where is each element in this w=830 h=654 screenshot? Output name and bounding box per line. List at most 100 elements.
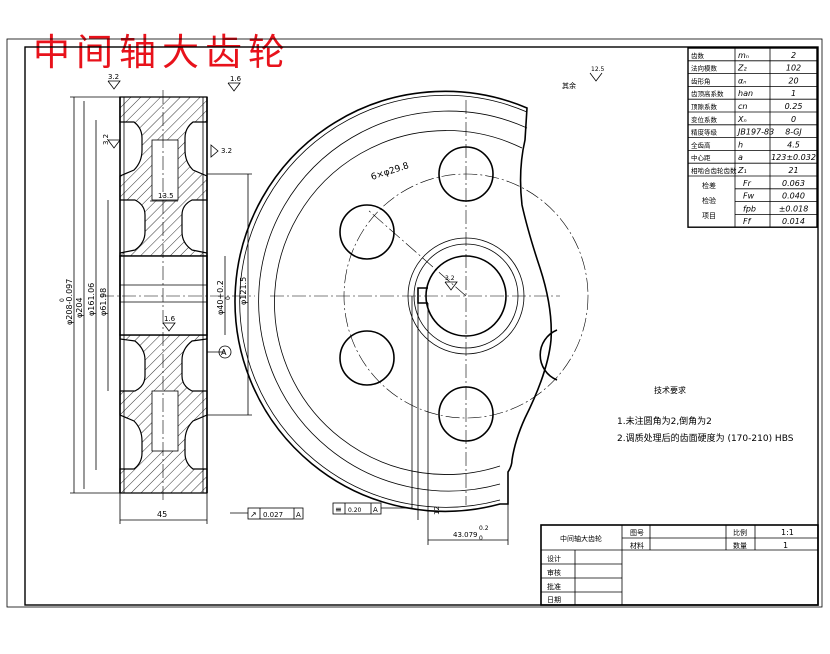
datum-a-bubble (218, 345, 232, 359)
holes-label: 6×φ29.8 (370, 161, 411, 183)
param-name: 齿形角 (691, 76, 711, 85)
param-value: 2 (791, 51, 796, 60)
param-symbol: h (738, 140, 743, 149)
gear-outline (234, 90, 553, 513)
title-block: 中间轴大齿轮 图号 材料 比例 1:1 数量 1 设计 审核 批准 日期 (540, 524, 819, 606)
dim-hub-outer: φ161.06 (87, 283, 96, 316)
param-name: 齿顶高系数 (691, 89, 724, 98)
keyway-depth-lower: 0 (479, 535, 483, 542)
param-symbol: a (738, 153, 743, 162)
rough-other-label: 其余 (562, 81, 576, 90)
web-hole (438, 146, 494, 202)
runout-datum: A (296, 511, 301, 519)
role-label: 日期 (547, 596, 561, 604)
inspection-label: 检验 (702, 196, 716, 205)
inspection-symbol: Fw (743, 192, 755, 201)
param-value: 0 (791, 115, 796, 124)
param-name: 齿数 (691, 51, 705, 60)
dim-face-width: 45 (157, 510, 167, 519)
dim-bore-lower: 0 (225, 296, 232, 300)
inspection-symbol: Fr (743, 179, 752, 188)
param-name: 变位系数 (691, 115, 718, 124)
runout-value: 0.027 (263, 511, 283, 519)
param-symbol: han (738, 89, 753, 98)
web-hole (339, 330, 395, 386)
dim-bore: φ40+0.2 (216, 280, 225, 315)
param-name: 法向模数 (691, 64, 718, 73)
drawing-title: 中间轴大齿轮 (33, 31, 291, 74)
param-symbol: cn (738, 102, 747, 111)
keyway-depth: 43.079 (453, 531, 478, 539)
param-name: 全齿高 (691, 140, 711, 149)
param-symbol: Z₂ (737, 64, 747, 73)
inspection-value: 0.014 (782, 217, 805, 226)
material-label: 材料 (630, 541, 644, 550)
role-label: 审核 (547, 568, 561, 577)
rough-other-value: 12.5 (591, 66, 605, 73)
param-symbol: JB197-83 (736, 128, 774, 137)
web-hole (438, 386, 494, 442)
param-value: 8-GJ (785, 128, 802, 137)
scale-value: 1:1 (781, 528, 794, 537)
roughness-top-value: 3.2 (108, 73, 119, 81)
datum-a-label: A (221, 348, 227, 357)
roughness-side2-value: 3.2 (221, 147, 232, 155)
role-label: 设计 (547, 554, 561, 563)
runout-symbol: ↗ (250, 510, 257, 519)
scale-label: 比例 (733, 528, 747, 537)
roughness-side-value: 3.2 (102, 134, 110, 145)
qty-label: 数量 (733, 541, 747, 550)
dim-hub-inner: φ61.98 (99, 288, 108, 316)
symmetry-tolerance-frame: ≡ 0.20 A (332, 296, 413, 515)
dim-root-diameter: φ204 (75, 297, 84, 318)
dim-tip-upper: 0 (59, 298, 66, 302)
param-value: 102 (786, 64, 801, 73)
inspection-symbol: fpb (743, 204, 756, 213)
inspection-label: 项目 (702, 212, 716, 220)
param-value: 0.25 (785, 102, 803, 111)
front-view: 6×φ29.8 其余 12.5 3.2 43.079 0.2 0 12 ≡ 0.… (234, 66, 605, 545)
param-value: 20 (788, 76, 798, 85)
outer-frame (6, 38, 823, 608)
inner-frame (24, 46, 819, 606)
tech-req-item: 1.未注圆角为2,倒角为2 (617, 415, 712, 427)
keyway-depth-upper: 0.2 (479, 525, 489, 532)
roughness-top2-value: 1.6 (230, 75, 242, 83)
param-value: 123±0.032 (771, 153, 816, 162)
param-symbol: Xₙ (737, 115, 747, 124)
symmetry-value: 0.20 (348, 507, 362, 514)
symmetry-symbol: ≡ (335, 505, 342, 514)
tech-req-item: 2.调质处理后的齿面硬度为 (170-210) HBS (617, 432, 794, 444)
inspection-value: 0.040 (782, 192, 805, 201)
param-name: 顶隙系数 (691, 102, 718, 111)
part-name: 中间轴大齿轮 (560, 534, 602, 543)
parameter-table: 齿数 mₙ 2 法向模数 Z₂ 102 齿形角 αₙ 20 齿顶高系数 han 1 顶隙系数 cn 0.25… (687, 47, 818, 228)
dim-pitch: φ121.5 (239, 277, 248, 305)
param-value: 1 (791, 89, 796, 98)
inspection-value: ±0.018 (779, 204, 809, 213)
dim-web-thickness: 13.5 (158, 192, 174, 200)
param-symbol: αₙ (738, 76, 746, 85)
web-hole (339, 204, 395, 260)
technical-requirements: 技术要求 1.未注圆角为2,倒角为2 2.调质处理后的齿面硬度为 (170-21… (617, 385, 794, 444)
symmetry-datum: A (373, 506, 378, 514)
inspection-value: 0.063 (782, 179, 805, 188)
param-name: 精度等级 (691, 128, 718, 137)
inspection-label: 检差 (702, 181, 716, 190)
qty-value: 1 (783, 541, 788, 550)
tech-req-heading: 技术要求 (654, 385, 686, 395)
param-symbol: mₙ (738, 51, 749, 60)
roughness-bore-value: 1.6 (164, 315, 176, 323)
runout-tolerance-frame: ↗ 0.027 A (230, 507, 304, 520)
role-label: 批准 (547, 582, 561, 591)
inspection-symbol: Ff (743, 217, 752, 226)
param-symbol: Z₁ (737, 166, 747, 175)
drawing-no-label: 图号 (630, 529, 644, 537)
param-value: 4.5 (787, 140, 800, 149)
keyway-rough: 3.2 (445, 275, 455, 282)
dim-tip-diameter: φ208-0.097 (65, 279, 74, 325)
param-name: 中心距 (691, 153, 711, 162)
keyway-width: 12 (433, 506, 441, 515)
section-view: φ208-0.097 0 φ204 φ161.06 φ61.98 φ40+0.2… (59, 73, 304, 524)
